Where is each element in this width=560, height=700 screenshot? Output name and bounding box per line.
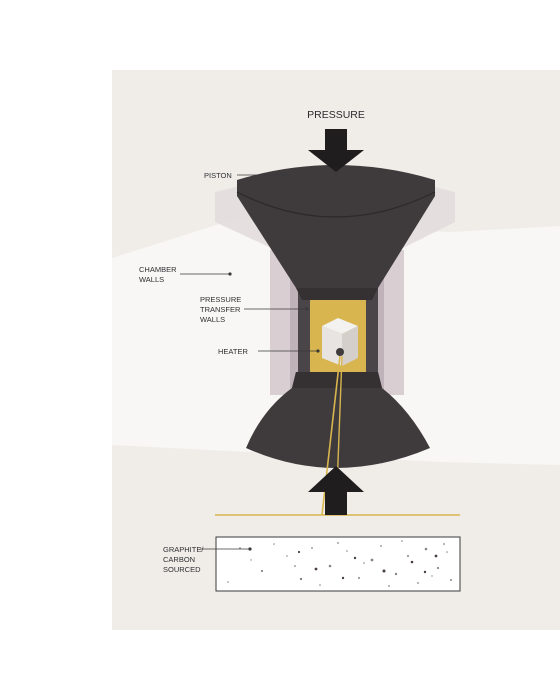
chamber-wall-left-shadow — [290, 250, 298, 395]
graphite-label-line3: SOURCED — [163, 565, 201, 574]
heater-leader-dot — [316, 349, 320, 353]
heater-cube-left — [322, 326, 342, 366]
bottom-piston — [246, 372, 430, 468]
transfer-walls-leader-dot — [305, 307, 309, 311]
graphite-leader-dot — [248, 547, 252, 551]
pressure-arrow-up — [308, 466, 364, 515]
heater-cube-right — [342, 326, 358, 366]
transfer-walls-label-line1: PRESSURE — [200, 295, 241, 304]
transfer-walls-label-line2: TRANSFER — [200, 305, 241, 314]
graphite-label-line2: CARBON — [163, 555, 195, 564]
graphite-dark-grains — [297, 550, 438, 580]
piston-label: PISTON — [204, 171, 232, 180]
chamber-wall-right-shadow — [376, 250, 384, 395]
top-piston — [237, 165, 435, 288]
graphite-sample-box — [215, 536, 461, 592]
chamber-walls-leader-dot — [228, 272, 232, 276]
top-piston-bottom-shade — [296, 288, 378, 300]
transfer-wall-right — [366, 282, 378, 394]
heater-node — [336, 348, 344, 356]
chamber-walls-label-line1: CHAMBER — [139, 265, 177, 274]
piston-leader-dot — [285, 173, 289, 177]
transfer-walls-label-line3: WALLS — [200, 315, 225, 324]
pressure-title: PRESSURE — [307, 109, 365, 121]
top-piston-rim — [236, 191, 436, 218]
graphite-speckles — [227, 540, 452, 587]
graphite-label-line1: GRAPHITE/ — [163, 545, 204, 554]
pressure-arrow-down — [308, 129, 364, 172]
heater-label: HEATER — [218, 347, 248, 356]
heater-cube-top — [322, 318, 358, 334]
chamber-walls-label-line2: WALLS — [139, 275, 164, 284]
